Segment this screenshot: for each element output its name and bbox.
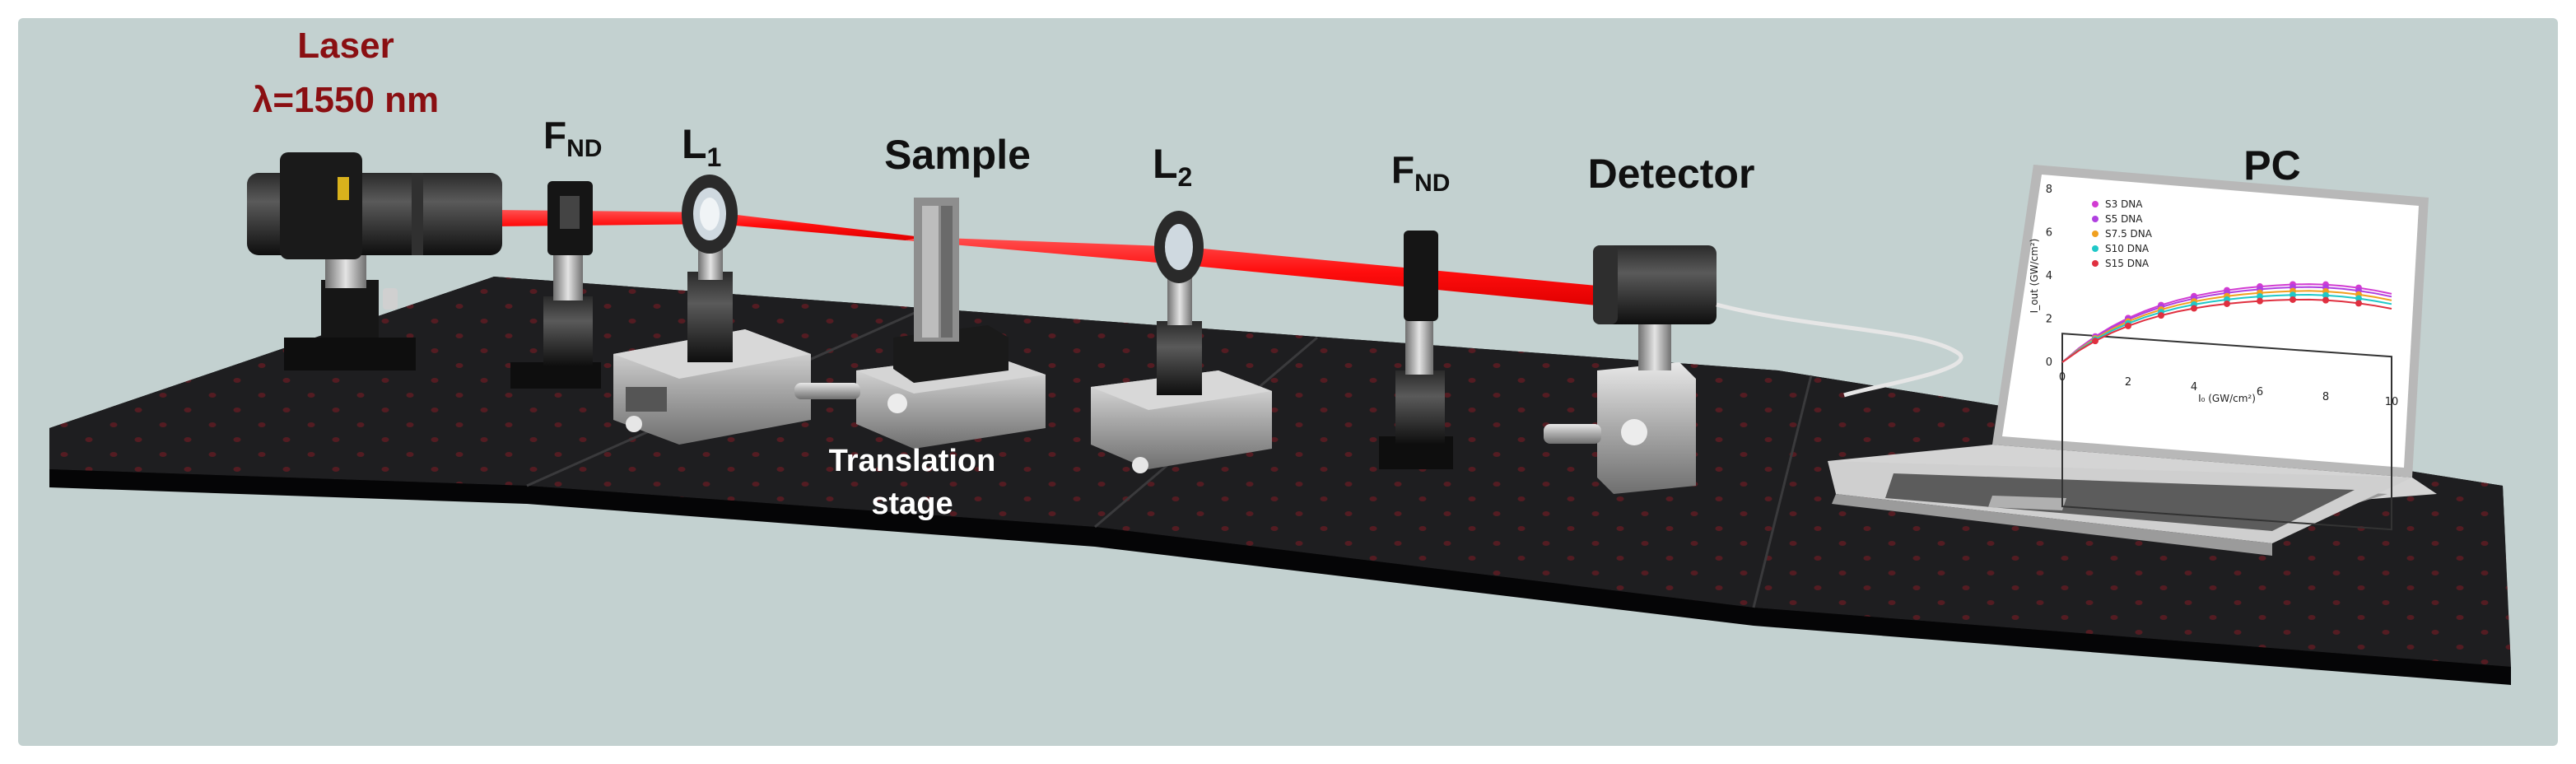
nd-filter-1: [510, 181, 601, 389]
laptop-plot-point: [2191, 305, 2197, 312]
laptop-plot-point: [2257, 293, 2263, 300]
laptop-plot-point: [2158, 312, 2164, 319]
nd-filter-1-sub: ND: [566, 135, 602, 162]
nd-filter-2-main: F: [1391, 148, 1414, 191]
lens-2-label: L2: [1153, 141, 1192, 192]
laptop-plot-point: [2290, 291, 2296, 299]
lens-1-assembly: [613, 175, 811, 445]
lens-2-sub: 2: [1178, 162, 1193, 192]
translation-stage-label-line1: Translation: [829, 444, 996, 478]
translation-stage-label-line2: stage: [871, 487, 953, 521]
nd-filter-1-main: F: [543, 114, 566, 156]
pc-label: PC: [2243, 142, 2300, 189]
sample-label: Sample: [884, 132, 1031, 178]
laptop-plot-y-tick: 8: [2046, 184, 2052, 196]
detector-assembly: [1544, 245, 1963, 494]
laptop-pc: 0 2 4 6 8 10 0 2 4 6 8 I₀ (GW/cm²) I_out (GW/cm²) S3 …: [1828, 165, 2437, 556]
detector-label: Detector: [1588, 151, 1755, 197]
laptop-plot-x-tick: 10: [2385, 396, 2399, 408]
laptop-plot-x-tick: 2: [2125, 376, 2131, 389]
laptop-plot-point: [2257, 297, 2263, 305]
lens-1-label: L1: [682, 121, 721, 172]
nd-filter-2-label: FND: [1391, 148, 1450, 197]
laptop-screen-plot: 0 2 4 6 8 10 0 2 4 6 8 I₀ (GW/cm²) I_out (GW/cm²) S3 …: [2029, 184, 2399, 531]
laptop-plot-legend-entry: S7.5 DNA: [2105, 228, 2153, 240]
laptop-plot-point: [2355, 300, 2362, 307]
laptop-plot-legend-marker: [2092, 216, 2099, 222]
laptop-plot-point: [2224, 300, 2230, 307]
laser-wavelength-label: λ=1550 nm: [253, 80, 439, 120]
laptop-plot-point: [2322, 296, 2329, 304]
laptop-plot-legend-entry: S3 DNA: [2105, 198, 2143, 210]
laptop-plot-x-tick: 0: [2059, 371, 2066, 384]
laptop-plot-legend-entry: S10 DNA: [2105, 243, 2150, 254]
laptop-plot-point: [2125, 322, 2131, 329]
laptop-plot-x-tick: 6: [2257, 386, 2263, 398]
sample-assembly: [794, 198, 1046, 449]
laptop-plot-point: [2355, 295, 2362, 302]
laptop-plot-point: [2322, 291, 2329, 299]
laptop-plot-point: [2092, 338, 2099, 345]
laptop-plot-xlabel: I₀ (GW/cm²): [2198, 393, 2256, 404]
laptop-plot-legend-marker: [2092, 245, 2099, 252]
laptop-plot-y-tick: 6: [2046, 227, 2052, 240]
laptop-plot-legend-marker: [2092, 201, 2099, 207]
laptop-plot-legend-marker: [2092, 231, 2099, 237]
nd-filter-1-label: FND: [543, 114, 602, 162]
lens-1-main: L: [682, 121, 707, 167]
laptop-plot-x-tick: 8: [2322, 391, 2329, 403]
laptop-plot-y-tick: 4: [2046, 270, 2052, 282]
lens-2-main: L: [1153, 141, 1178, 187]
laptop-plot-x-tick: 4: [2191, 381, 2197, 394]
nd-filter-2-sub: ND: [1414, 170, 1450, 197]
laptop-plot-ylabel: I_out (GW/cm²): [2029, 239, 2040, 314]
laser-source: [247, 152, 502, 370]
laptop-plot-legend-entry: S5 DNA: [2105, 213, 2143, 225]
lens-2-assembly: [1091, 211, 1272, 473]
lens-1-sub: 1: [707, 142, 722, 172]
laptop-plot-frame: [2061, 333, 2392, 531]
laptop-plot-point: [2290, 296, 2296, 303]
nd-filter-2: [1379, 231, 1453, 469]
laptop-plot-y-tick: 0: [2046, 356, 2052, 369]
laptop-plot-legend-entry: S15 DNA: [2105, 258, 2150, 269]
laser-label: Laser: [297, 26, 394, 66]
laptop-plot-legend-marker: [2092, 260, 2099, 267]
laptop-plot-y-tick: 2: [2046, 314, 2052, 326]
